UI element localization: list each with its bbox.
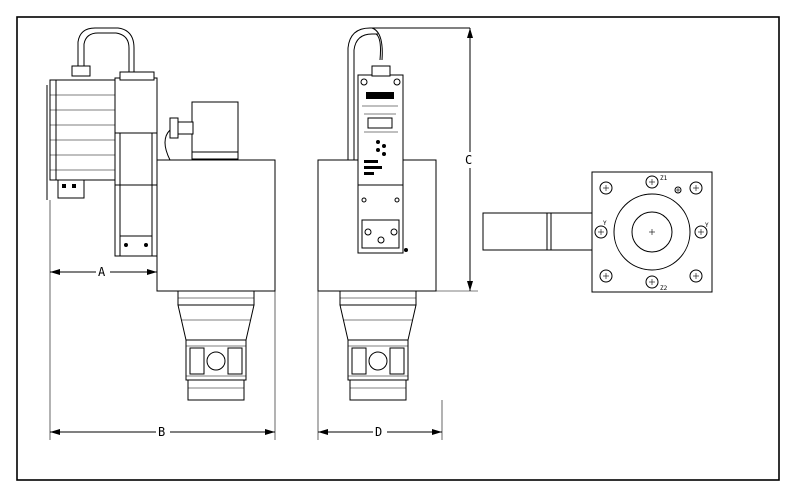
side-view-sensor-box xyxy=(191,101,239,160)
side-view-spindle xyxy=(177,290,255,401)
dim-label-c: C xyxy=(465,153,472,167)
flange-label-y-right: Y xyxy=(705,222,709,229)
side-view-body xyxy=(156,159,276,292)
flange-label-z1: Z1 xyxy=(660,175,668,182)
flange-bore-inner xyxy=(631,211,673,253)
top-view-arm xyxy=(482,212,548,251)
front-view-spindle xyxy=(339,290,417,401)
front-view: C D xyxy=(317,27,478,440)
dim-label-d: D xyxy=(375,425,382,439)
dim-label-b: B xyxy=(158,425,165,439)
side-view-motor xyxy=(49,79,121,181)
flange-bore-outer xyxy=(613,193,691,271)
flange-label-y-left: Y xyxy=(603,220,607,227)
side-view: A B xyxy=(46,27,276,440)
front-view-cable xyxy=(347,27,470,160)
top-view: Z1 Z2 Y Y xyxy=(482,171,713,293)
dim-label-a: A xyxy=(98,265,106,279)
flange-bolt-holes xyxy=(594,175,708,289)
flange-label-z2: Z2 xyxy=(660,285,668,292)
side-view-column xyxy=(114,77,158,257)
drawing-frame xyxy=(16,16,780,481)
side-view-cable xyxy=(77,27,135,72)
